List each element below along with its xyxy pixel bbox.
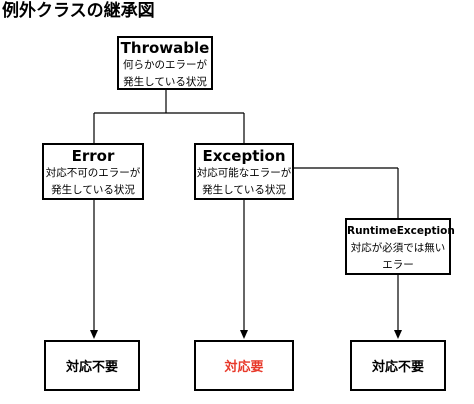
runtime-exception-desc-line2: エラー — [382, 258, 414, 271]
throwable-label: Throwable — [120, 39, 210, 57]
error-desc-line2: 発生している状況 — [51, 184, 135, 196]
exception-desc-line2: 発生している状況 — [202, 184, 286, 196]
exception-desc-line1: 対応可能なエラーが — [196, 167, 292, 179]
runtime-exception-desc-line1: 対応が必須では無い — [350, 241, 446, 254]
runtime-exception-result: 対応不要 — [350, 340, 446, 391]
error-result: 対応不要 — [44, 340, 140, 391]
exception-node: Exception 対応可能なエラーが 発生している状況 — [194, 143, 294, 200]
error-desc-line1: 対応不可のエラーが — [45, 167, 141, 179]
page-title: 例外クラスの継承図 — [2, 1, 155, 21]
throwable-desc-line2: 発生している状況 — [123, 76, 207, 88]
throwable-desc-line1: 何らかのエラーが — [123, 59, 207, 71]
runtime-exception-label: RuntimeException — [347, 225, 455, 237]
runtime-exception-node: RuntimeException 対応が必須では無い エラー — [345, 218, 455, 275]
exception-result: 対応要 — [194, 340, 294, 391]
error-label: Error — [71, 147, 115, 165]
exception-label: Exception — [202, 147, 286, 165]
throwable-node: Throwable 何らかのエラーが 発生している状況 — [117, 36, 213, 90]
error-node: Error 対応不可のエラーが 発生している状況 — [42, 143, 144, 200]
